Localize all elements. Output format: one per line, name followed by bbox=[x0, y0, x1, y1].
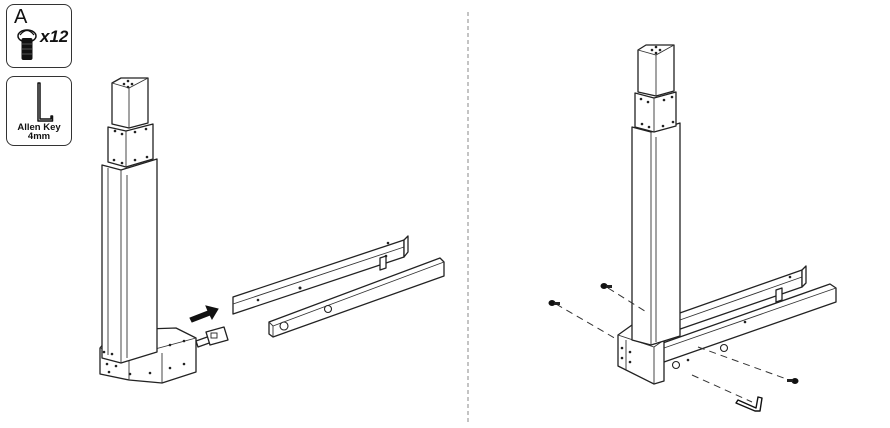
part-letter: A bbox=[14, 6, 28, 28]
screw-icon bbox=[600, 283, 612, 289]
parts-box-allen-key: Allen Key 4mm bbox=[6, 76, 72, 146]
allen-key-icon bbox=[735, 396, 763, 412]
desk-leg-assembled bbox=[617, 44, 681, 385]
allen-key-label: Allen Key bbox=[17, 122, 61, 133]
insert-direction-arrow bbox=[189, 305, 219, 323]
step-2-illustration bbox=[548, 44, 837, 412]
screw-alignment bbox=[555, 287, 793, 403]
crossbeam bbox=[232, 235, 445, 338]
crossbeam-assembled bbox=[659, 265, 837, 370]
allen-key-icon bbox=[37, 82, 54, 122]
screw-icon bbox=[548, 300, 560, 306]
allen-key-size: 4mm bbox=[27, 131, 51, 142]
step-1-illustration bbox=[99, 77, 445, 384]
screw-icon bbox=[787, 378, 799, 384]
parts-box-screw: A x12 bbox=[6, 4, 72, 68]
part-quantity: x12 bbox=[40, 27, 69, 46]
screw-icon bbox=[17, 29, 37, 60]
desk-leg bbox=[99, 77, 229, 384]
